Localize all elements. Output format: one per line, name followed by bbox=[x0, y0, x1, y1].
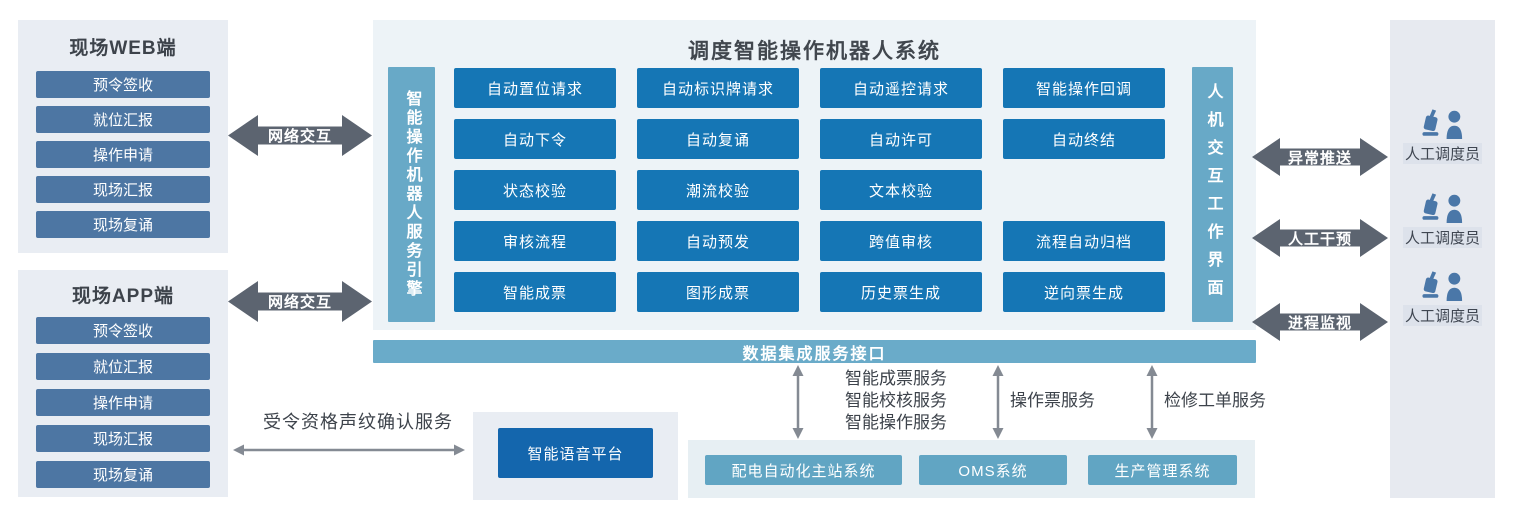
grid-cell: 历史票生成 bbox=[820, 272, 982, 312]
data-integration-bar-label: 数据集成服务接口 bbox=[742, 345, 887, 363]
hmi-arrow-intervention-label: 人工干预 bbox=[1287, 230, 1352, 248]
grid-cell: 状态校验 bbox=[454, 170, 616, 210]
main-system-title: 调度智能操作机器人系统 bbox=[688, 40, 941, 63]
system-box-oms: OMS系统 bbox=[919, 455, 1067, 485]
double-arrow-icon bbox=[1252, 219, 1388, 257]
dispatcher-label: 人工调度员 bbox=[1402, 227, 1482, 248]
app-panel: 现场APP端 预令签收 就位汇报 操作申请 现场汇报 现场复诵 bbox=[18, 270, 228, 497]
vertical-double-arrow-icon bbox=[992, 365, 1004, 439]
grid-cell: 自动复诵 bbox=[637, 119, 799, 159]
grid-cell: 文本校验 bbox=[820, 170, 982, 210]
dispatcher-icon bbox=[1422, 109, 1463, 139]
web-item-inplace-report: 就位汇报 bbox=[36, 106, 210, 133]
hmi-bar: 人机交互工作界面 bbox=[1192, 67, 1233, 322]
grid-cell: 自动许可 bbox=[820, 119, 982, 159]
service-link-label-2: 操作票服务 bbox=[1010, 391, 1095, 410]
system-box-distribution: 配电自动化主站系统 bbox=[705, 455, 902, 485]
grid-cell: 自动下令 bbox=[454, 119, 616, 159]
dispatcher-2: 人工调度员 bbox=[1390, 192, 1495, 248]
app-item-presign: 预令签收 bbox=[36, 317, 210, 344]
dispatcher-panel: 人工调度员 人工调度员 bbox=[1390, 20, 1495, 498]
app-item-site-repeat: 现场复诵 bbox=[36, 461, 210, 488]
dispatcher-label: 人工调度员 bbox=[1402, 143, 1482, 164]
vertical-double-arrow-icon bbox=[792, 365, 804, 439]
network-arrow-web: 网络交互 bbox=[228, 112, 372, 159]
network-arrow-web-label: 网络交互 bbox=[267, 128, 332, 145]
grid-cell: 图形成票 bbox=[637, 272, 799, 312]
network-arrow-app: 网络交互 bbox=[228, 278, 372, 325]
app-panel-title: 现场APP端 bbox=[71, 286, 175, 307]
service-link-label-3: 检修工单服务 bbox=[1164, 391, 1266, 410]
service-line: 智能校核服务 bbox=[845, 391, 947, 410]
dispatcher-3: 人工调度员 bbox=[1390, 270, 1495, 326]
grid-cell: 自动终结 bbox=[1003, 119, 1165, 159]
double-arrow-icon bbox=[228, 281, 372, 322]
dispatcher-icon bbox=[1422, 193, 1463, 223]
grid-cell: 智能成票 bbox=[454, 272, 616, 312]
grid-cell: 自动预发 bbox=[637, 221, 799, 261]
dispatcher-icon bbox=[1422, 271, 1463, 301]
system-box-production: 生产管理系统 bbox=[1088, 455, 1237, 485]
grid-cell: 智能操作回调 bbox=[1003, 68, 1165, 108]
dispatcher-1: 人工调度员 bbox=[1390, 108, 1495, 164]
function-grid: 自动置位请求 自动标识牌请求 自动遥控请求 智能操作回调 自动下令 自动复诵 自… bbox=[454, 68, 1165, 312]
hmi-arrow-monitor: 进程监视 bbox=[1252, 300, 1388, 344]
web-item-site-repeat: 现场复诵 bbox=[36, 211, 210, 238]
grid-cell: 潮流校验 bbox=[637, 170, 799, 210]
service-line: 智能操作服务 bbox=[845, 413, 947, 432]
hmi-arrow-monitor-label: 进程监视 bbox=[1287, 314, 1352, 332]
web-item-presign: 预令签收 bbox=[36, 71, 210, 98]
app-item-site-report: 现场汇报 bbox=[36, 425, 210, 452]
app-item-inplace-report: 就位汇报 bbox=[36, 353, 210, 380]
voice-service-label: 受令资格声纹确认服务 bbox=[263, 412, 453, 432]
double-arrow-icon bbox=[228, 115, 372, 156]
voice-platform-box: 智能语音平台 bbox=[498, 428, 653, 478]
hmi-arrow-exception: 异常推送 bbox=[1252, 135, 1388, 179]
app-item-operation-apply: 操作申请 bbox=[36, 389, 210, 416]
dispatcher-label: 人工调度员 bbox=[1402, 305, 1482, 326]
double-arrow-icon bbox=[1252, 303, 1388, 341]
horizontal-double-arrow-icon bbox=[233, 444, 465, 456]
engine-bar: 智能操作机器人服务引擎 bbox=[388, 67, 435, 322]
grid-cell: 自动置位请求 bbox=[454, 68, 616, 108]
grid-cell: 逆向票生成 bbox=[1003, 272, 1165, 312]
service-link-label-1: 智能成票服务 智能校核服务 智能操作服务 bbox=[845, 368, 947, 434]
grid-cell: 流程自动归档 bbox=[1003, 221, 1165, 261]
service-line: 智能成票服务 bbox=[845, 369, 947, 388]
web-item-operation-apply: 操作申请 bbox=[36, 141, 210, 168]
grid-cell: 审核流程 bbox=[454, 221, 616, 261]
grid-cell: 自动标识牌请求 bbox=[637, 68, 799, 108]
vertical-double-arrow-icon bbox=[1146, 365, 1158, 439]
external-systems-panel: 配电自动化主站系统 OMS系统 生产管理系统 bbox=[688, 440, 1255, 498]
grid-cell: 自动遥控请求 bbox=[820, 68, 982, 108]
double-arrow-icon bbox=[1252, 138, 1388, 176]
network-arrow-app-label: 网络交互 bbox=[267, 294, 332, 311]
hmi-arrow-intervention: 人工干预 bbox=[1252, 216, 1388, 260]
grid-cell: 跨值审核 bbox=[820, 221, 982, 261]
web-item-site-report: 现场汇报 bbox=[36, 176, 210, 203]
voice-platform-panel: 智能语音平台 bbox=[473, 412, 678, 500]
data-integration-bar: 数据集成服务接口 bbox=[373, 340, 1256, 363]
hmi-bar-label: 人机交互工作界面 bbox=[1204, 82, 1222, 307]
engine-bar-label: 智能操作机器人服务引擎 bbox=[403, 90, 421, 299]
web-panel-title: 现场WEB端 bbox=[69, 38, 177, 59]
web-panel: 现场WEB端 预令签收 就位汇报 操作申请 现场汇报 现场复诵 bbox=[18, 20, 228, 253]
grid-cell-empty bbox=[1003, 170, 1165, 210]
hmi-arrow-exception-label: 异常推送 bbox=[1287, 149, 1352, 167]
main-system-box: 调度智能操作机器人系统 智能操作机器人服务引擎 自动置位请求 自动标识牌请求 自… bbox=[373, 20, 1256, 330]
